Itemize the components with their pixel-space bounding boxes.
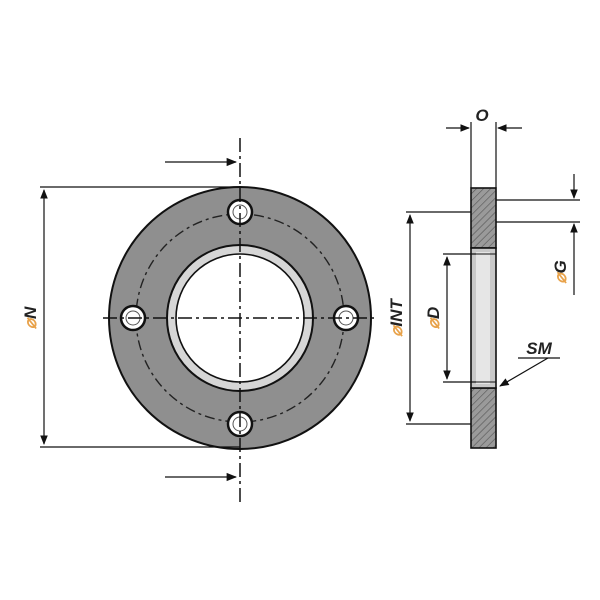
section-top-flange	[470, 187, 497, 249]
section-bottom-flange	[470, 387, 497, 449]
int-dimension-label: ⌀INT	[387, 298, 406, 337]
sm-leader-line	[499, 357, 549, 387]
n-dimension-label: ⌀N	[21, 306, 40, 329]
g-dimension-label: ⌀G	[551, 260, 570, 283]
o-dimension-label: O	[475, 106, 488, 125]
sm-label: SM	[526, 339, 552, 358]
section-inner-band	[476, 252, 490, 384]
d-dimension-label: ⌀D	[424, 307, 443, 330]
front-view: ⌀N	[21, 138, 378, 502]
side-view: O ⌀G ⌀INT ⌀D SM	[387, 106, 580, 449]
